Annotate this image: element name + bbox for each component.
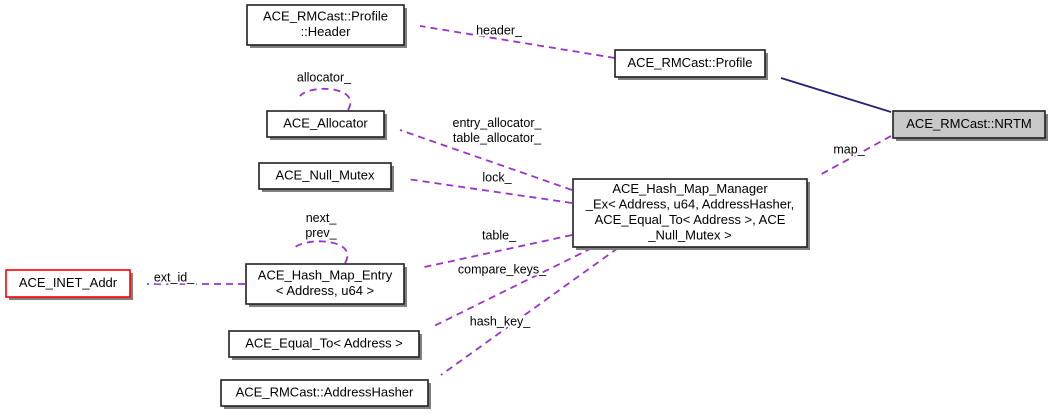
- node-ace-rmcast-profile-label-line-1: ACE_RMCast::Profile: [628, 55, 753, 70]
- edge-table-label: table_table_: [480, 226, 519, 244]
- node-ace-hash-map-manager-ex-label-line-1: ACE_Hash_Map_Manager: [612, 181, 768, 196]
- node-ace-rmcast-profile-rect[interactable]: [614, 49, 766, 78]
- edge-header-label-line-1: header_: [476, 23, 523, 37]
- node-ace-rmcast-nrtm-rect[interactable]: [892, 110, 1046, 139]
- edge-hash-key-label-halo-1: hash_key_: [470, 314, 532, 328]
- node-ace-null-mutex-label-line-1: ACE_Null_Mutex: [276, 167, 375, 182]
- node-ace-inet-addr-rect[interactable]: [5, 269, 131, 298]
- node-ace-rmcast-addresshasher-rect[interactable]: [220, 379, 429, 407]
- node-ace-hash-map-manager-ex-label-line-3: ACE_Equal_To< Address >, ACE: [595, 212, 786, 227]
- edge-map-label: map_map_: [831, 140, 867, 158]
- nodes-layer: ACE_RMCast::Profile::HeaderACE_RMCast::P…: [5, 4, 1048, 409]
- edge-allocator-self-label: allocator_allocator_: [295, 68, 354, 86]
- node-ace-hash-map-manager-ex-label-line-4: _Null_Mutex >: [647, 228, 731, 243]
- node-ace-equal-to-address-rect[interactable]: [228, 330, 420, 358]
- node-ace-hash-map-entry[interactable]: ACE_Hash_Map_Entry< Address, u64 >: [245, 263, 407, 307]
- node-ace-inet-addr-label-line-1: ACE_INET_Addr: [19, 275, 118, 290]
- node-ace-equal-to-address[interactable]: ACE_Equal_To< Address >: [228, 330, 422, 360]
- node-ace-hash-map-entry-label-line-2: < Address, u64 >: [276, 283, 374, 298]
- node-ace-allocator-rect[interactable]: [266, 110, 385, 138]
- edge-compare-keys-label: compare_keys_compare_keys_: [456, 260, 549, 278]
- node-ace-rmcast-profile-header-label-line-1: ACE_RMCast::Profile: [263, 9, 388, 24]
- edge-next-prev-self-label-line-1: next_: [306, 211, 338, 225]
- node-ace-rmcast-nrtm[interactable]: ACE_RMCast::NRTM: [892, 110, 1048, 141]
- edge-labels-layer: header_header_ map_map_ allocator_allocato…: [152, 21, 868, 330]
- edge-hash-key-line: [440, 247, 619, 376]
- node-ace-rmcast-profile-header-rect[interactable]: [246, 4, 405, 46]
- edge-next-prev-self-label: next_next_prev_prev_: [303, 209, 339, 242]
- edge-inheritance-profile-nrtm-line: [780, 77, 892, 113]
- edge-ext-id-label-halo-1: ext_id_: [154, 270, 195, 284]
- edge-compare-keys-line: [431, 247, 593, 328]
- edge-header-label-halo-1: header_: [476, 23, 523, 37]
- node-ace-rmcast-nrtm-label-line-1: ACE_RMCast::NRTM: [906, 116, 1031, 131]
- edge-next-prev-self-line: [291, 240, 349, 264]
- node-ace-null-mutex-rect[interactable]: [258, 162, 392, 190]
- edge-entry-table-allocator-label-line-1: entry_allocator_: [453, 116, 543, 130]
- node-ace-inet-addr[interactable]: ACE_INET_Addr: [5, 269, 133, 300]
- edge-allocator-self-line: [299, 87, 352, 111]
- edge-entry-table-allocator-line: [399, 129, 573, 191]
- edge-next-prev-self-label-line-2: prev_: [305, 226, 337, 240]
- edge-header-label: header_header_: [474, 21, 525, 39]
- node-ace-rmcast-profile[interactable]: ACE_RMCast::Profile: [614, 49, 768, 80]
- edge-entry-table-allocator-label-line-2: table_allocator_: [453, 131, 542, 145]
- edge-header-line: [419, 25, 616, 59]
- edge-table-label-line-1: table_: [482, 228, 517, 242]
- node-ace-allocator[interactable]: ACE_Allocator: [266, 110, 387, 140]
- edge-lock: [379, 169, 573, 204]
- node-ace-hash-map-manager-ex[interactable]: ACE_Hash_Map_Manager_Ex< Address, u64, A…: [572, 178, 810, 250]
- edge-compare-keys-label-halo-1: compare_keys_: [458, 262, 547, 276]
- edge-entry-table-allocator-label: entry_allocator_entry_allocator_table_al…: [451, 114, 545, 147]
- node-ace-allocator-label-line-1: ACE_Allocator: [283, 115, 368, 130]
- node-ace-null-mutex[interactable]: ACE_Null_Mutex: [258, 162, 394, 192]
- edge-map-label-halo-1: map_: [833, 142, 865, 156]
- node-ace-hash-map-manager-ex-label-line-2: _Ex< Address, u64, AddressHasher,: [585, 197, 795, 212]
- edge-hash-key-label-line-1: hash_key_: [470, 314, 532, 328]
- edge-lock-label-halo-1: lock_: [482, 170, 512, 184]
- edge-inheritance-profile-nrtm: [751, 64, 892, 113]
- edge-lock-label: lock_lock_: [480, 168, 514, 186]
- edge-ext-id-label-line-1: ext_id_: [154, 270, 195, 284]
- node-ace-rmcast-addresshasher[interactable]: ACE_RMCast::AddressHasher: [220, 379, 431, 409]
- node-ace-rmcast-profile-header-label-line-2: ::Header: [301, 24, 352, 39]
- node-ace-equal-to-address-label-line-1: ACE_Equal_To< Address >: [245, 335, 403, 350]
- node-ace-hash-map-manager-ex-rect[interactable]: [572, 178, 808, 248]
- edge-hash-key-label: hash_key_hash_key_: [468, 312, 534, 330]
- edge-table-line: [419, 234, 573, 269]
- node-ace-rmcast-profile-header[interactable]: ACE_RMCast::Profile::Header: [246, 4, 407, 48]
- edge-next-prev-self-label-halo-1: next_: [306, 211, 338, 225]
- edge-next-prev-self-label-halo-2: prev_: [305, 226, 337, 240]
- node-ace-hash-map-entry-label-line-1: ACE_Hash_Map_Entry: [258, 268, 393, 283]
- edge-lock-line: [406, 178, 573, 204]
- edge-table-label-halo-1: table_: [482, 228, 517, 242]
- edge-allocator-self-label-line-1: allocator_: [297, 70, 352, 84]
- edge-lock-label-line-1: lock_: [482, 170, 512, 184]
- edge-compare-keys-label-line-1: compare_keys_: [458, 262, 547, 276]
- edge-allocator-self-label-halo-1: allocator_: [297, 70, 352, 84]
- edge-entry-table-allocator-label-halo-1: entry_allocator_: [453, 116, 543, 130]
- edge-entry-table-allocator-label-halo-2: table_allocator_: [453, 131, 542, 145]
- node-ace-rmcast-addresshasher-label-line-1: ACE_RMCast::AddressHasher: [236, 384, 414, 399]
- node-ace-hash-map-entry-rect[interactable]: [245, 263, 405, 305]
- edge-map-line: [817, 135, 892, 177]
- edge-map-label-line-1: map_: [833, 142, 865, 156]
- edge-ext-id-label: ext_id_ext_id_: [152, 268, 197, 286]
